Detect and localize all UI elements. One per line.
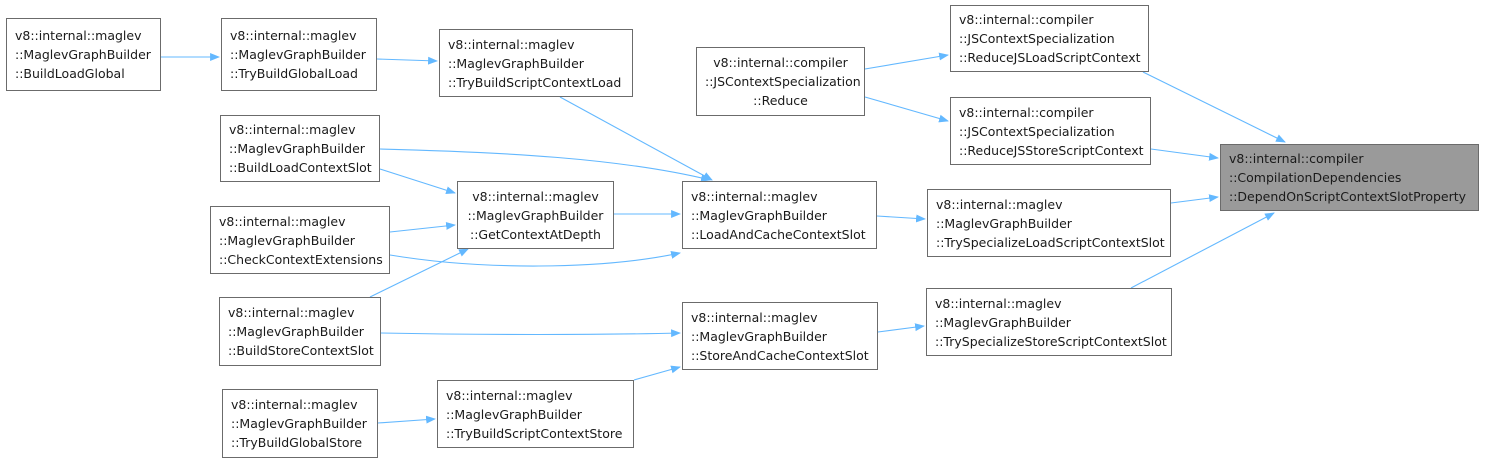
node-depend-on-script-context-slot-property: v8::internal::compiler ::CompilationDepe… [1220,144,1479,211]
node-namespace: v8::internal::maglev [448,36,575,52]
edge-n2-to-n3 [376,56,438,65]
node-namespace: v8::internal::maglev [219,213,346,229]
node-method: ::BuildStoreContextSlot [228,343,374,358]
node-class: ::MaglevGraphBuilder [230,47,366,62]
edge-n13-to-n9 [369,248,469,298]
node-namespace: v8::internal::maglev [691,309,818,325]
node-method: ::TrySpecializeLoadScriptContextSlot [936,234,1165,250]
node-try-build-global-store[interactable]: v8::internal::maglev ::MaglevGraphBuilde… [222,389,378,458]
node-method: ::ReduceJSStoreScriptContext [959,142,1144,158]
node-class: ::MaglevGraphBuilder [467,207,604,223]
node-method: ::TryBuildScriptContextStore [446,425,623,441]
node-build-load-global[interactable]: v8::internal::maglev ::MaglevGraphBuilde… [6,18,161,91]
node-get-context-at-depth[interactable]: v8::internal::maglev ::MaglevGraphBuilde… [457,181,614,249]
node-js-context-specialization-reduce[interactable]: v8::internal::compiler ::JSContextSpecia… [696,47,865,116]
edge-n17-to-n14 [633,365,681,381]
edge-n4-to-n5 [864,52,949,70]
node-namespace: v8::internal::compiler [713,55,848,70]
node-reduce-js-store-script-context[interactable]: v8::internal::compiler ::JSContextSpecia… [950,97,1151,165]
node-namespace: v8::internal::maglev [231,397,358,412]
edge-n16-to-n17 [377,415,436,424]
node-load-and-cache-context-slot[interactable]: v8::internal::maglev ::MaglevGraphBuilde… [682,181,877,249]
node-class: ::MaglevGraphBuilder [231,416,367,431]
edge-n12-to-n9 [389,222,456,233]
node-class: ::JSContextSpecialization [959,31,1115,46]
node-method: ::LoadAndCacheContextSlot [691,226,866,242]
node-method: ::CheckContextExtensions [219,251,383,267]
edge-n4-to-n6 [864,96,949,123]
node-namespace: v8::internal::maglev [446,387,573,403]
node-namespace: v8::internal::compiler [1229,151,1364,166]
node-class: ::MaglevGraphBuilder [691,328,827,344]
node-namespace: v8::internal::compiler [959,12,1094,27]
node-method: ::BuildLoadGlobal [15,66,125,81]
node-namespace: v8::internal::maglev [691,188,818,204]
edge-n12-to-n10 [389,250,681,267]
node-reduce-js-load-script-context[interactable]: v8::internal::compiler ::JSContextSpecia… [950,5,1149,72]
node-store-and-cache-context-slot[interactable]: v8::internal::maglev ::MaglevGraphBuilde… [682,302,878,370]
edge-n8-to-n9 [379,168,456,195]
node-class: ::MaglevGraphBuilder [229,141,365,156]
node-namespace: v8::internal::maglev [472,188,599,204]
node-build-store-context-slot[interactable]: v8::internal::maglev ::MaglevGraphBuilde… [219,297,381,366]
node-try-build-script-context-store[interactable]: v8::internal::maglev ::MaglevGraphBuilde… [437,380,634,448]
node-check-context-extensions[interactable]: v8::internal::maglev ::MaglevGraphBuilde… [210,206,390,274]
node-class: ::MaglevGraphBuilder [446,406,582,422]
edge-n8-to-n10 [379,148,711,182]
node-class: ::MaglevGraphBuilder [935,314,1071,330]
node-namespace: v8::internal::compiler [959,104,1094,120]
node-class: ::JSContextSpecialization [705,74,861,89]
edge-n15-to-n7 [1130,212,1275,289]
edge-n11-to-n7 [1170,194,1219,204]
node-method: ::GetContextAtDepth [470,226,601,242]
edge-n3-to-n10 [559,96,713,181]
node-method: ::ReduceJSLoadScriptContext [959,50,1141,65]
node-namespace: v8::internal::maglev [15,28,142,43]
node-class: ::MaglevGraphBuilder [448,55,584,71]
node-namespace: v8::internal::maglev [230,28,357,43]
node-method: ::TrySpecializeStoreScriptContextSlot [935,333,1167,349]
edge-n5-to-n7 [1142,71,1286,143]
node-method: ::DependOnScriptContextSlotProperty [1229,189,1467,204]
edge-n10-to-n11 [876,214,926,223]
node-class: ::MaglevGraphBuilder [228,324,364,339]
node-method: ::TryBuildGlobalLoad [230,66,358,81]
edge-n14-to-n15 [877,323,925,333]
node-namespace: v8::internal::maglev [229,122,356,137]
node-method: ::TryBuildGlobalStore [231,435,363,450]
node-class: ::MaglevGraphBuilder [15,47,151,62]
node-method: ::BuildLoadContextSlot [229,160,372,175]
node-class: ::JSContextSpecialization [959,123,1115,139]
edge-n13-to-n14 [380,329,681,338]
node-method: ::TryBuildScriptContextLoad [448,74,622,90]
node-namespace: v8::internal::maglev [228,305,355,320]
node-try-specialize-store-script-context-slot[interactable]: v8::internal::maglev ::MaglevGraphBuilde… [926,288,1172,356]
node-try-build-script-context-load[interactable]: v8::internal::maglev ::MaglevGraphBuilde… [439,29,633,97]
edge-n6-to-n7 [1150,148,1219,161]
node-method: ::StoreAndCacheContextSlot [691,347,869,363]
node-build-load-context-slot[interactable]: v8::internal::maglev ::MaglevGraphBuilde… [220,115,380,182]
node-namespace: v8::internal::maglev [936,196,1063,212]
node-class: ::MaglevGraphBuilder [936,215,1072,231]
node-try-build-global-load[interactable]: v8::internal::maglev ::MaglevGraphBuilde… [221,18,377,91]
node-class: ::MaglevGraphBuilder [691,207,827,223]
node-namespace: v8::internal::maglev [935,295,1062,311]
node-class: ::MaglevGraphBuilder [219,232,355,248]
node-class: ::CompilationDependencies [1229,170,1402,185]
node-try-specialize-load-script-context-slot[interactable]: v8::internal::maglev ::MaglevGraphBuilde… [927,189,1171,257]
node-method: ::Reduce [753,93,808,108]
